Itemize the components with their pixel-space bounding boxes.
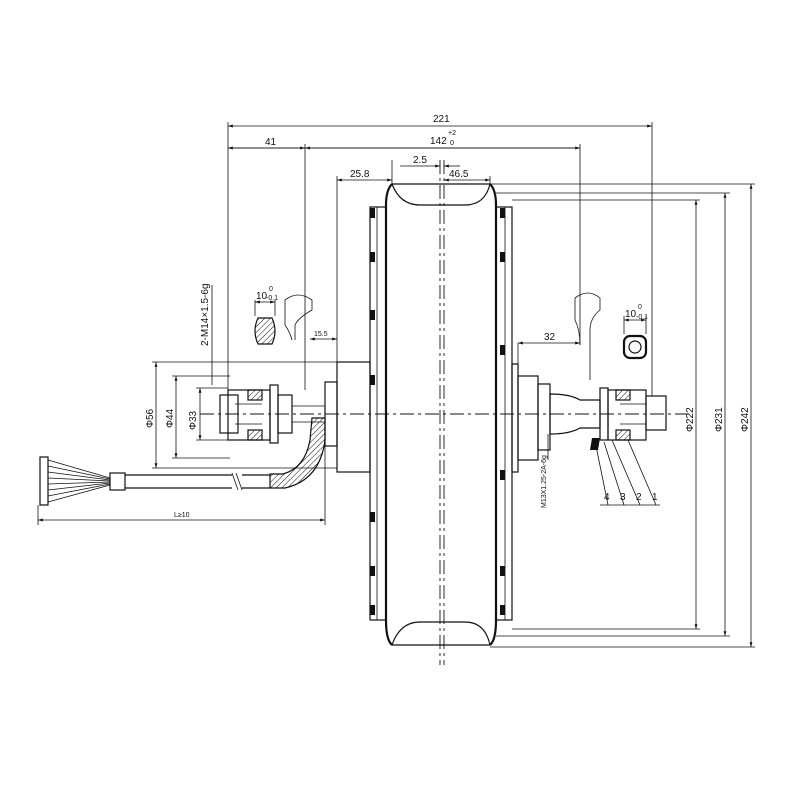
- part-number-3: 3: [620, 492, 626, 503]
- flange-bolts-right: [500, 208, 505, 615]
- dia-222: Φ222: [685, 407, 696, 432]
- dia-33: Φ33: [188, 410, 199, 430]
- flat-left-tol-upper: 0: [269, 286, 273, 293]
- flat-right-label: 10: [625, 309, 637, 320]
- section-detail-left: 10 0 -0.1: [254, 286, 278, 345]
- dia-231: Φ231: [714, 407, 725, 432]
- flat-left-tol-lower: -0.1: [266, 295, 278, 302]
- dim-25-8: 25.8: [350, 169, 370, 180]
- flat-left-label: 10: [256, 291, 268, 302]
- right-diameter-dimensions: Φ222 Φ231 Φ242: [490, 183, 755, 648]
- dim-142-tol-lower: 0: [450, 140, 454, 147]
- part-number-4: 4: [604, 492, 610, 503]
- right-thread-dimension: M13X1.25-2A-6g: [541, 434, 549, 508]
- cable-length-label: L≥10: [174, 512, 190, 519]
- section-detail-right: 10 0 -0.1: [622, 304, 648, 360]
- dim-142: 142: [430, 136, 447, 147]
- dim-2-5: 2.5: [413, 155, 427, 166]
- dim-142-tol-upper: +2: [448, 130, 456, 137]
- part-number-1: 1: [652, 492, 658, 503]
- flat-right-tol-upper: 0: [638, 304, 642, 311]
- flat-right-tol-lower: -0.1: [636, 314, 648, 321]
- dim-32: 32: [544, 332, 556, 343]
- cable-length-dimension: L≥10: [37, 446, 326, 525]
- thread-right-label: M13X1.25-2A-6g: [541, 455, 548, 508]
- left-diameter-dimensions: Φ56 Φ44 Φ33 2-M14×1.5-6g: [145, 283, 337, 469]
- top-dimensions: 221 41 142 +2 0 2.5 25.8 46.5 15.5 32: [227, 114, 653, 396]
- right-hub-assembly: [511, 363, 667, 473]
- dia-242: Φ242: [740, 407, 751, 432]
- flange-bolts-left: [370, 208, 375, 615]
- part-callouts: 4 3 2 1: [595, 439, 660, 506]
- dim-15-5: 15.5: [314, 331, 328, 338]
- motor-cable: [39, 417, 326, 506]
- left-hub-assembly: [219, 361, 371, 473]
- dim-221: 221: [433, 114, 450, 125]
- dim-41: 41: [265, 137, 277, 148]
- dia-56: Φ56: [145, 408, 156, 428]
- part-number-2: 2: [636, 492, 642, 503]
- thread-left-label: 2-M14×1.5-6g: [200, 283, 211, 346]
- wheel-rim: [369, 160, 513, 665]
- dia-44: Φ44: [165, 408, 176, 428]
- dim-46-5: 46.5: [449, 169, 469, 180]
